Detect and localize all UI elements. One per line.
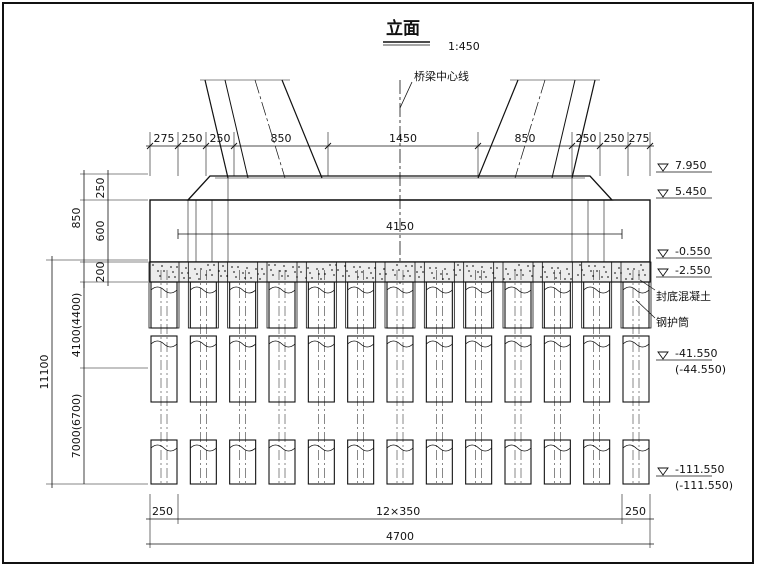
svg-text:-2.550: -2.550 xyxy=(675,264,710,277)
top-dim-7: 250 xyxy=(576,132,597,145)
bottom-dim-middle: 12×350 xyxy=(376,505,420,518)
pile-1 xyxy=(148,261,180,485)
left-dim-7000: 7000(6700) xyxy=(70,394,83,459)
svg-text:-0.550: -0.550 xyxy=(675,245,710,258)
tower-leg-right xyxy=(477,79,600,179)
drawing-frame xyxy=(2,2,754,564)
seal-concrete-label: 封底混凝土 xyxy=(656,289,711,303)
top-dim-1: 275 xyxy=(154,132,175,145)
centerline-leader xyxy=(399,81,413,109)
left-dimension-lines xyxy=(46,170,148,488)
svg-text:(-44.550): (-44.550) xyxy=(675,363,726,376)
elevation-mark-2: 5.450 xyxy=(656,185,712,199)
drawing-scale: 1:450 xyxy=(448,40,480,53)
left-dim-4100: 4100(4400) xyxy=(70,293,83,358)
seal-label-leader xyxy=(639,279,656,291)
top-dim-9: 275 xyxy=(629,132,650,145)
elevation-mark-6: -111.550 (-111.550) xyxy=(656,463,733,492)
cap-width-dim: 4150 xyxy=(386,220,414,233)
top-dim-3: 250 xyxy=(210,132,231,145)
bottom-dim-total: 4700 xyxy=(386,530,414,543)
centerline-label: 桥梁中心线 xyxy=(414,69,469,83)
pile-7 xyxy=(384,261,416,485)
pile-2 xyxy=(187,261,219,485)
elevation-mark-5: -41.550 (-44.550) xyxy=(656,347,726,376)
casing-label-leader xyxy=(635,299,656,319)
pile-8 xyxy=(423,261,455,485)
pile-9 xyxy=(463,261,495,485)
seal-concrete-layer xyxy=(149,261,651,283)
pile-12 xyxy=(581,261,613,485)
left-dim-250: 250 xyxy=(94,178,107,199)
elevation-marks: 7.950 5.450 -0.550 -2.550 -41.550 (-44.550) -1… xyxy=(656,159,733,492)
pile-6 xyxy=(345,261,377,485)
top-dim-6: 850 xyxy=(515,132,536,145)
svg-text:-111.550: -111.550 xyxy=(675,463,724,476)
left-dim-850: 850 xyxy=(70,208,83,229)
elevation-mark-1: 7.950 xyxy=(656,159,712,173)
steel-casing-label: 钢护筒 xyxy=(656,315,689,329)
pile-3 xyxy=(227,261,259,485)
top-dimension-chain: 275 250 250 850 1450 850 250 250 275 xyxy=(146,132,654,176)
elevation-mark-3: -0.550 xyxy=(656,245,712,259)
left-dim-200: 200 xyxy=(94,262,107,283)
pile-4 xyxy=(266,261,298,485)
elevation-mark-4: -2.550 xyxy=(656,264,712,278)
tower-leg-left xyxy=(200,79,323,179)
bottom-dimension-lines xyxy=(146,494,654,548)
bottom-dim-left: 250 xyxy=(152,505,173,518)
top-dim-2: 250 xyxy=(182,132,203,145)
top-dim-5: 1450 xyxy=(389,132,417,145)
pile-11 xyxy=(541,261,573,485)
top-dim-8: 250 xyxy=(604,132,625,145)
pile-10 xyxy=(502,261,534,485)
left-dim-11100: 11100 xyxy=(38,355,51,390)
pile-cap xyxy=(149,175,651,263)
svg-text:(-111.550): (-111.550) xyxy=(675,479,733,492)
svg-text:5.450: 5.450 xyxy=(675,185,707,198)
pile-5 xyxy=(305,261,337,485)
top-dim-4: 850 xyxy=(271,132,292,145)
svg-text:7.950: 7.950 xyxy=(675,159,707,172)
drawing-title: 立面 xyxy=(386,18,420,39)
left-dim-600: 600 xyxy=(94,221,107,242)
svg-text:-41.550: -41.550 xyxy=(675,347,717,360)
pile-group xyxy=(148,261,652,485)
pile-13 xyxy=(620,261,652,485)
bottom-dim-right: 250 xyxy=(625,505,646,518)
